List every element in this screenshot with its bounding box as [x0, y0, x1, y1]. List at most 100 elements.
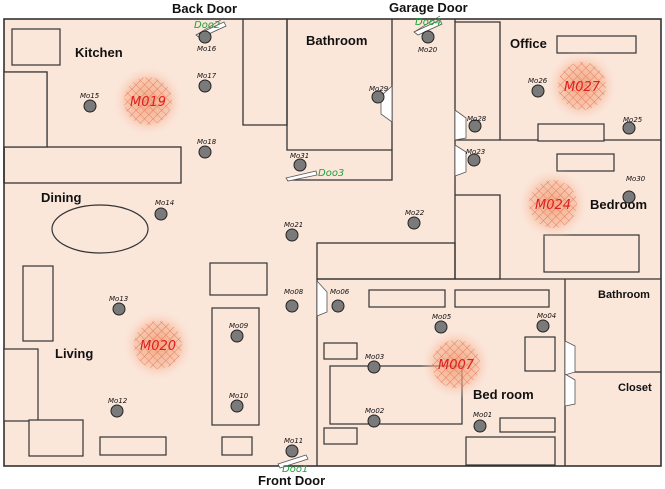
- office-bench: [537, 123, 605, 142]
- room-label-bathroom-right: Bathroom: [598, 289, 650, 301]
- sensor-M016[interactable]: Mo16: [197, 30, 217, 53]
- kitchen-island: [3, 71, 48, 148]
- label-garage-door: Garage Door: [389, 0, 468, 15]
- sensor-label-M030: Mo30: [626, 175, 646, 183]
- sensor-M023[interactable]: Mo23: [466, 148, 485, 167]
- furniture: [3, 28, 640, 466]
- sensor-M004[interactable]: Mo04: [536, 312, 556, 333]
- zone-label-M020: M020: [140, 339, 176, 354]
- room-label-bedroom-main: Bed room: [473, 387, 534, 402]
- door-label-D001: Doo1: [282, 464, 308, 475]
- door-bathroom-right: [564, 340, 576, 376]
- sensor-M009[interactable]: Mo09: [229, 322, 249, 343]
- sensor-M017[interactable]: Mo17: [197, 72, 217, 93]
- sensor-M029[interactable]: Mo29: [369, 85, 389, 104]
- sensor-label-M025: Mo25: [623, 116, 643, 124]
- sensor-M026[interactable]: Mo26: [528, 77, 548, 98]
- doors: Doo2 Doo4 Doo3 Doo1: [194, 15, 576, 475]
- sensor-label-M002: Mo02: [365, 407, 385, 415]
- sensor-label-M018: Mo18: [197, 138, 217, 146]
- sensor-M005[interactable]: Mo05: [432, 313, 452, 334]
- bedroom-chest: [524, 336, 556, 372]
- sensor-M012[interactable]: Mo12: [108, 397, 128, 418]
- sensors: Mo16 Mo15 Mo17 Mo18 Mo29 Mo20 Mo26 Mo28 …: [80, 30, 646, 458]
- zone-M019: M019: [112, 65, 184, 137]
- sensor-M014[interactable]: Mo14: [154, 199, 174, 221]
- sensor-M021[interactable]: Mo21: [284, 221, 303, 242]
- room-label-living: Living: [55, 346, 93, 361]
- sensor-M006[interactable]: Mo06: [330, 288, 350, 313]
- zone-label-M024: M024: [535, 198, 571, 213]
- door-bedroom-main: [316, 279, 328, 317]
- sensor-label-M011: Mo11: [284, 437, 303, 445]
- sensor-label-M004: Mo04: [537, 312, 556, 320]
- door-office: [454, 109, 467, 141]
- nightstand: [323, 342, 358, 360]
- sensor-M003[interactable]: Mo03: [365, 353, 384, 374]
- room-label-kitchen: Kitchen: [75, 45, 123, 60]
- sensor-label-M001: Mo01: [473, 411, 492, 419]
- sensor-M018[interactable]: Mo18: [197, 138, 217, 159]
- label-front-door: Front Door: [258, 473, 325, 488]
- zone-label-M019: M019: [130, 95, 166, 110]
- tv-stand: [209, 262, 268, 296]
- door-label-D002: Doo2: [194, 20, 220, 31]
- zone-M024: M024: [517, 168, 589, 240]
- exterior-labels: Back Door Garage Door Front Door: [172, 0, 468, 488]
- sensor-label-M006: Mo06: [330, 288, 350, 296]
- sensor-label-M005: Mo05: [432, 313, 452, 321]
- door-D001: Doo1: [277, 454, 309, 475]
- sensor-label-M022: Mo22: [405, 209, 425, 217]
- sensor-label-M029: Mo29: [369, 85, 389, 93]
- door-D004: Doo4: [413, 15, 443, 36]
- door-bedroom-right: [454, 144, 467, 177]
- zone-M007: M007: [420, 328, 492, 400]
- bedroom-stool: [323, 427, 358, 445]
- room-label-office: Office: [510, 36, 547, 51]
- sensor-M010[interactable]: Mo10: [229, 392, 249, 413]
- sensor-M028[interactable]: Mo28: [467, 115, 487, 133]
- door-D003: Doo3: [285, 168, 344, 182]
- bedroom-shelf-1: [368, 289, 446, 308]
- zone-label-M007: M007: [438, 358, 475, 373]
- dresser: [556, 153, 615, 172]
- sensor-label-M009: Mo09: [229, 322, 249, 330]
- sensor-label-M028: Mo28: [467, 115, 487, 123]
- kitchen-counter: [11, 28, 61, 66]
- sensor-M025[interactable]: Mo25: [622, 116, 643, 135]
- zone-M020: M020: [122, 309, 194, 381]
- sensor-M011[interactable]: Mo11: [284, 437, 303, 458]
- sensor-M001[interactable]: Mo01: [473, 411, 492, 433]
- sensor-M031[interactable]: Mo31: [290, 152, 309, 172]
- sensor-M015[interactable]: Mo15: [80, 92, 100, 113]
- sensor-label-M020b: Mo20: [418, 46, 438, 54]
- sensor-label-M012: Mo12: [108, 397, 128, 405]
- sensor-M020b[interactable]: Mo20: [418, 30, 438, 54]
- living-shelf: [3, 348, 39, 422]
- bedroom-shelf-2: [454, 289, 550, 308]
- living-bench: [99, 436, 167, 456]
- label-back-door: Back Door: [172, 1, 237, 16]
- sensor-label-M031: Mo31: [290, 152, 309, 160]
- bedroom-dresser: [499, 417, 556, 433]
- sensor-M030[interactable]: Mo30: [622, 175, 646, 204]
- sensor-M002[interactable]: Mo02: [365, 407, 385, 428]
- sensor-label-M015: Mo15: [80, 92, 100, 100]
- room-label-bedroom-right: Bedroom: [590, 197, 647, 212]
- sensor-label-M013: Mo13: [109, 295, 128, 303]
- sensor-M008[interactable]: Mo08: [284, 288, 304, 313]
- zone-M027: M027: [546, 50, 618, 122]
- side-table: [221, 436, 253, 456]
- sensor-label-M023: Mo23: [466, 148, 485, 156]
- motion-zones: M019 M027 M024 M020 M007: [112, 50, 618, 400]
- sensor-M013[interactable]: Mo13: [109, 295, 128, 316]
- door-label-D004: Doo4: [415, 17, 441, 28]
- room-label-bathroom-top: Bathroom: [306, 33, 367, 48]
- sensor-label-M026: Mo26: [528, 77, 548, 85]
- room-label-dining: Dining: [41, 190, 81, 205]
- sensor-M022[interactable]: Mo22: [405, 209, 425, 230]
- door-label-D003: Doo3: [318, 168, 344, 179]
- sensor-label-M014: Mo14: [155, 199, 174, 207]
- zone-label-M027: M027: [564, 80, 601, 95]
- living-cabinet: [22, 265, 54, 342]
